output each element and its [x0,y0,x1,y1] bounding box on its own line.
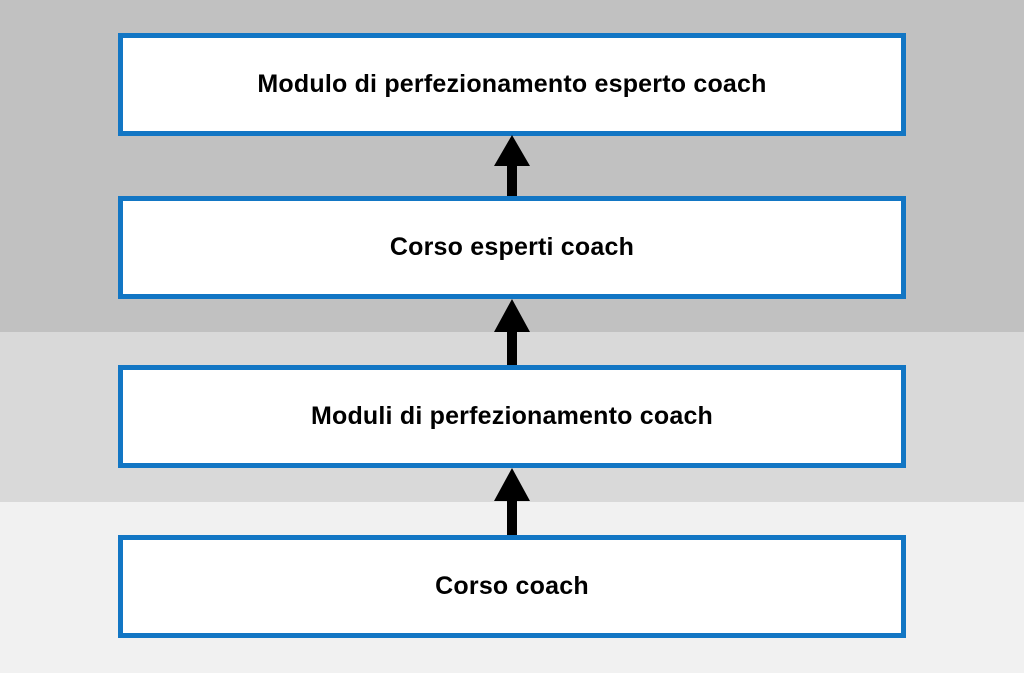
level-box-corso-esperti-coach: Corso esperti coach [118,196,906,299]
level-box-corso-coach: Corso coach [118,535,906,638]
level-box-label: Modulo di perfezionamento esperto coach [257,70,767,98]
level-box-moduli-perfezionamento-coach: Moduli di perfezionamento coach [118,365,906,468]
level-box-label: Corso coach [435,572,589,600]
up-arrow-icon [494,299,530,365]
up-arrow-icon [494,468,530,535]
level-box-label: Corso esperti coach [389,233,635,261]
up-arrow-icon [494,135,530,196]
level-box-label: Moduli di perfezionamento coach [310,402,714,430]
level-box-modulo-perfezionamento-esperto: Modulo di perfezionamento esperto coach [118,33,906,136]
